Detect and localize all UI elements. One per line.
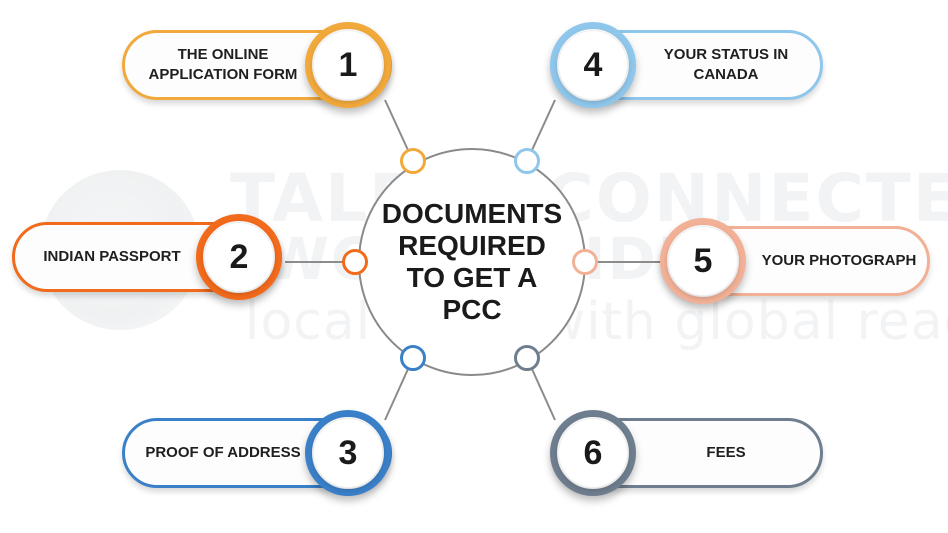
item-3-badge: 3	[305, 410, 391, 496]
item-1-number: 1	[338, 45, 358, 84]
item-3-badge-inner: 3	[313, 418, 383, 488]
item-4-badge: 4	[550, 22, 636, 108]
item-2-number: 2	[229, 237, 249, 276]
item-1-label: THE ONLINE APPLICATION FORM	[148, 46, 298, 83]
item-4-label: YOUR STATUS IN CANADA	[663, 46, 789, 83]
center-title: DOCUMENTS REQUIRED TO GET A PCC	[381, 198, 563, 325]
connector-node-3	[400, 345, 426, 371]
item-6-label: FEES	[706, 444, 746, 461]
item-1-badge: 1	[305, 22, 391, 108]
item-6-number: 6	[583, 433, 603, 472]
item-2-badge: 2	[196, 214, 282, 300]
item-4-number: 4	[583, 45, 603, 84]
item-1-badge-inner: 1	[313, 30, 383, 100]
connector-node-6	[514, 345, 540, 371]
item-4-badge-inner: 4	[558, 30, 628, 100]
item-3-number: 3	[338, 433, 358, 472]
center-circle: DOCUMENTS REQUIRED TO GET A PCC	[358, 148, 586, 376]
item-6-badge: 6	[550, 410, 636, 496]
item-5-label: YOUR PHOTOGRAPH	[761, 252, 917, 269]
connector-node-1	[400, 148, 426, 174]
item-2-badge-inner: 2	[204, 222, 274, 292]
connector-node-4	[514, 148, 540, 174]
item-5-badge-inner: 5	[668, 226, 738, 296]
item-6-badge-inner: 6	[558, 418, 628, 488]
connector-node-2	[342, 249, 368, 275]
item-3-label: PROOF OF ADDRESS	[145, 444, 301, 461]
item-2-label: INDIAN PASSPORT	[43, 248, 181, 265]
connector-node-5	[572, 249, 598, 275]
item-5-number: 5	[693, 241, 713, 280]
item-5-badge: 5	[660, 218, 746, 304]
